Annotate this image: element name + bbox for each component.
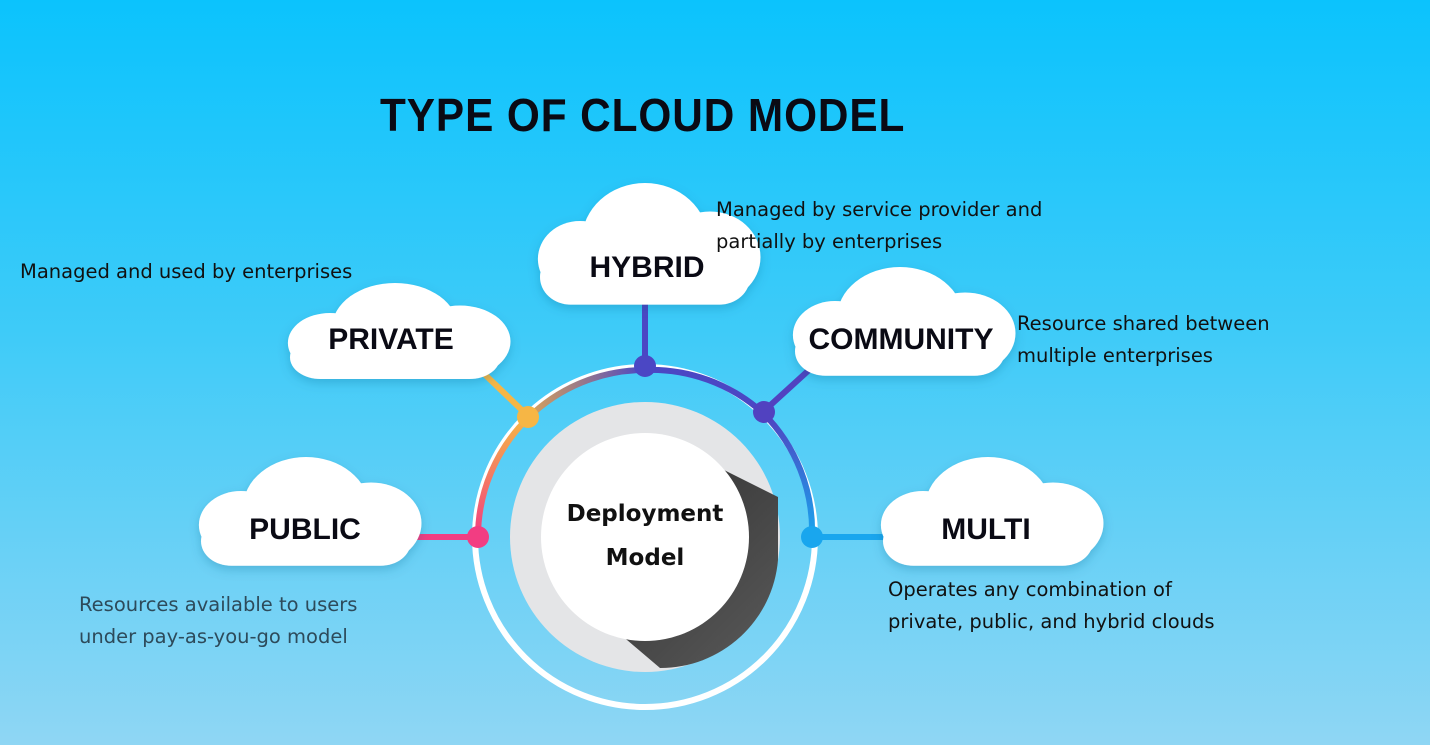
hybrid-description-line2: partially by enterprises — [716, 230, 943, 253]
public-description-line1: Resources available to users — [79, 593, 358, 616]
cloud-label-public: PUBLIC — [249, 513, 361, 546]
cloud-label-hybrid: HYBRID — [589, 251, 704, 284]
cloud-community — [792, 267, 1016, 376]
center-label-line1: Deployment — [567, 501, 724, 527]
node-dot-public — [467, 526, 489, 548]
arc-segment-hybrid-community — [644, 366, 766, 416]
node-dot-community — [753, 401, 775, 423]
arc-segment-public-private — [475, 415, 531, 538]
hybrid-description-line1: Managed by service provider and — [716, 198, 1043, 221]
private-description: Managed and used by enterprises — [20, 260, 353, 283]
multi-description-line2: private, public, and hybrid clouds — [888, 610, 1215, 633]
node-dot-multi — [801, 526, 823, 548]
multi-description-line1: Operates any combination of — [888, 578, 1172, 601]
community-description-line1: Resource shared between — [1017, 312, 1270, 335]
cloud-label-multi: MULTI — [941, 513, 1030, 546]
page-title: TYPE OF CLOUD MODEL — [380, 89, 906, 141]
public-description-line2: under pay-as-you-go model — [79, 625, 348, 648]
community-description-line2: multiple enterprises — [1017, 344, 1213, 367]
node-dot-private — [517, 406, 539, 428]
cloud-label-community: COMMUNITY — [809, 323, 994, 356]
center-label-line2: Model — [606, 545, 685, 571]
arc-segment-community-multi — [760, 410, 816, 538]
center-disc — [510, 402, 780, 672]
node-dot-hybrid — [634, 355, 656, 377]
arc-segment-private-hybrid — [525, 367, 646, 421]
cloud-label-private: PRIVATE — [328, 323, 454, 356]
cloud-public — [198, 457, 422, 566]
cloud-multi — [880, 457, 1104, 566]
